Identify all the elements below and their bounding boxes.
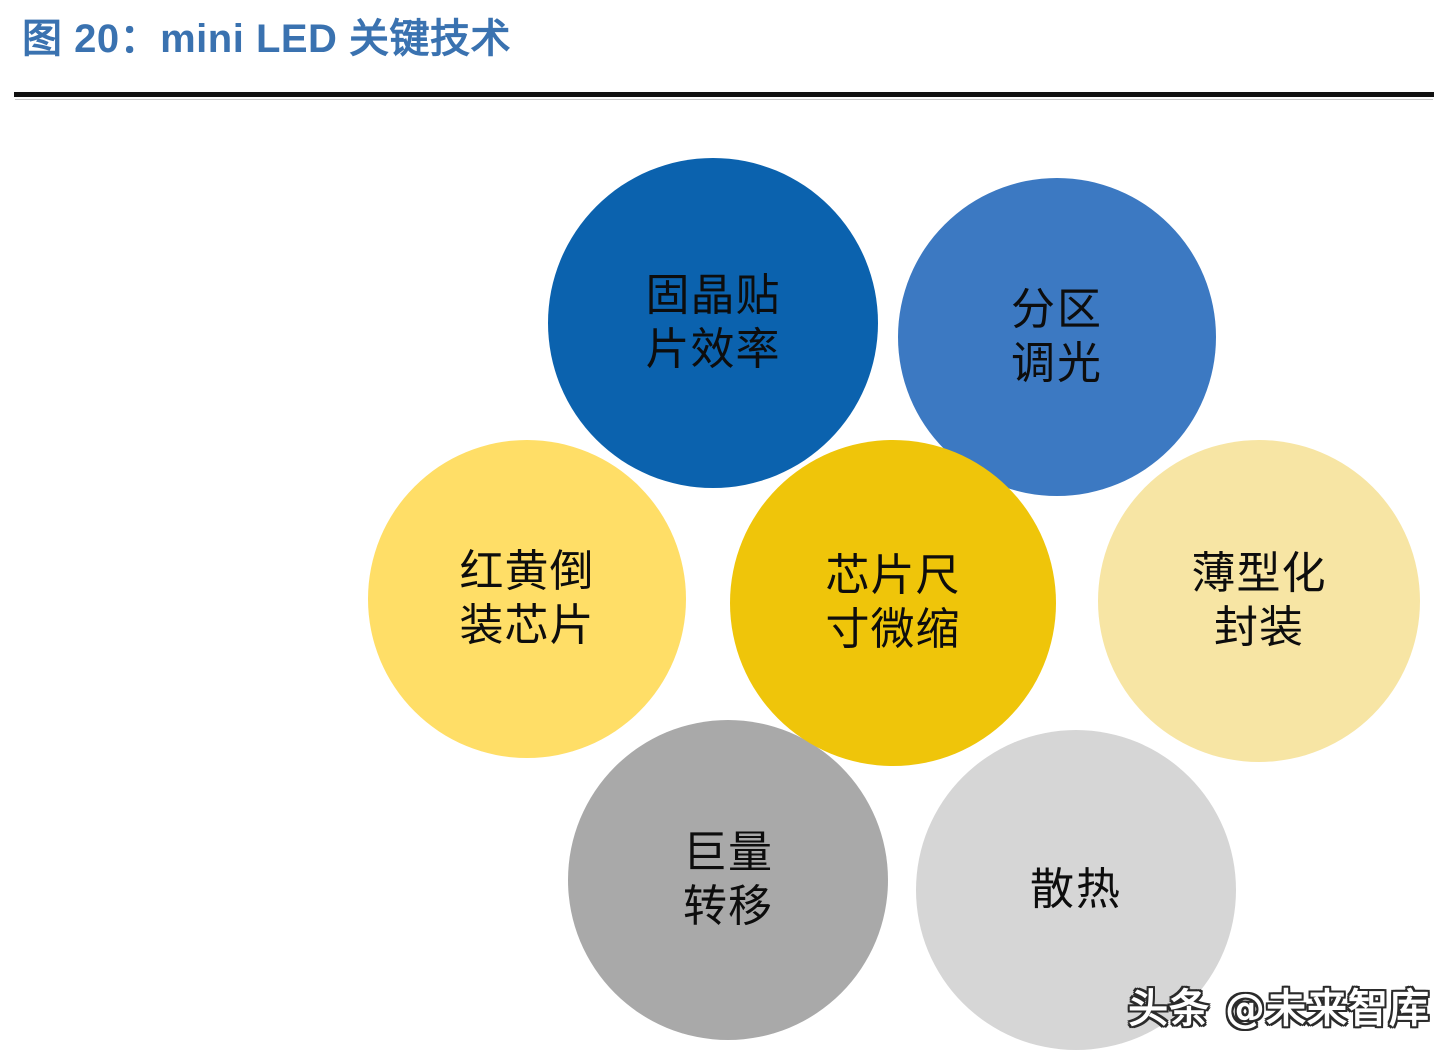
bubble-die-bond[interactable]: 固晶贴 片效率 bbox=[548, 158, 878, 488]
bubble-diagram: 固晶贴 片效率 分区 调光 红黄倒 装芯片 芯片尺 寸微缩 薄型化 封装 巨量 … bbox=[0, 100, 1448, 1050]
bubble-thin-package[interactable]: 薄型化 封装 bbox=[1098, 440, 1420, 762]
bubble-label-flip-chip: 红黄倒 装芯片 bbox=[459, 546, 595, 651]
bubble-chip-size[interactable]: 芯片尺 寸微缩 bbox=[730, 440, 1056, 766]
bubble-label-mass-transfer: 巨量 转移 bbox=[683, 827, 773, 932]
bubble-flip-chip[interactable]: 红黄倒 装芯片 bbox=[368, 440, 686, 758]
watermark: 头条 @未来智库 bbox=[1128, 986, 1430, 1032]
page-title: 图 20：mini LED 关键技术 bbox=[22, 17, 512, 61]
bubble-label-die-bond: 固晶贴 片效率 bbox=[645, 270, 781, 375]
figure-header: 图 20：mini LED 关键技术 bbox=[0, 0, 1448, 100]
bubble-mass-transfer[interactable]: 巨量 转移 bbox=[568, 720, 888, 1040]
bubble-label-local-dimming: 分区 调光 bbox=[1011, 284, 1103, 389]
bubble-heat[interactable]: 散热 bbox=[916, 730, 1236, 1050]
bubble-label-chip-size: 芯片尺 寸微缩 bbox=[825, 550, 961, 655]
bubble-label-heat: 散热 bbox=[1030, 864, 1122, 916]
bubble-label-thin-package: 薄型化 封装 bbox=[1191, 548, 1327, 653]
header-divider bbox=[14, 92, 1434, 97]
bubble-local-dimming[interactable]: 分区 调光 bbox=[898, 178, 1216, 496]
